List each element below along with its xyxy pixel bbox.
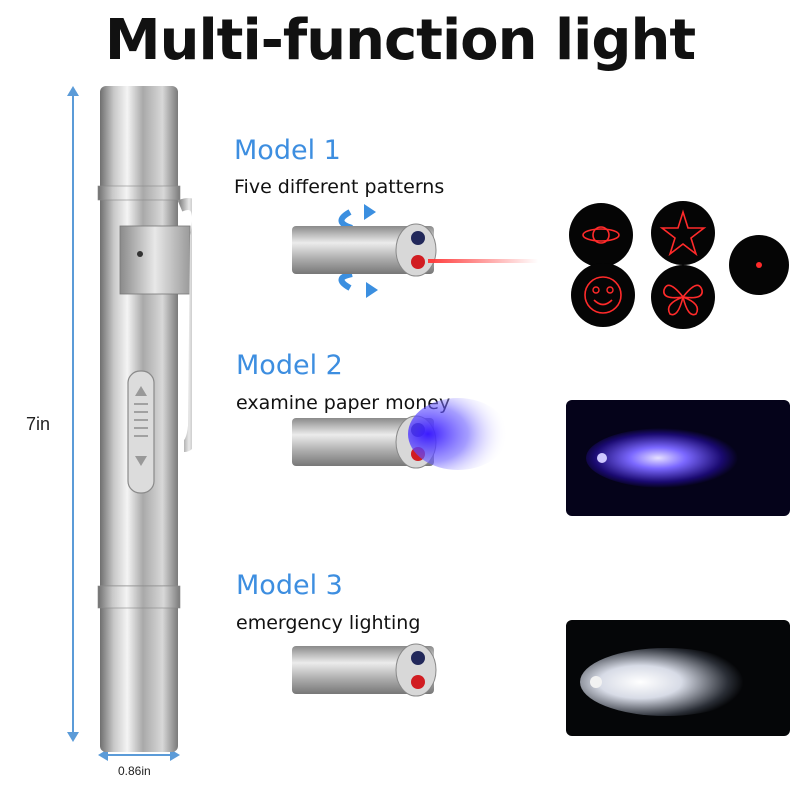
- uv-light-photo: [566, 400, 790, 516]
- pattern-smiley-icon: [571, 263, 635, 327]
- laser-head-image: [292, 204, 538, 298]
- width-dimension-arrow: [98, 749, 180, 761]
- model-3-description: emergency lighting: [236, 612, 421, 634]
- model-1-title: Model 1: [234, 135, 341, 166]
- length-dimension-arrow: [67, 86, 79, 742]
- pattern-star-icon: [651, 201, 715, 265]
- pattern-planet-icon: [569, 203, 633, 267]
- uv-head-image: [292, 398, 508, 470]
- model-2-title: Model 2: [236, 350, 343, 381]
- length-label: 7in: [26, 414, 51, 434]
- width-label: 0.86in: [118, 764, 151, 778]
- pattern-dot-icon: [729, 235, 789, 295]
- white-light-photo: [566, 620, 790, 736]
- page-title: Multi-function light: [104, 8, 696, 73]
- model-3-title: Model 3: [236, 570, 343, 601]
- model-2-description: examine paper money: [236, 392, 451, 414]
- flashlight-pen-image: [97, 86, 192, 752]
- pattern-butterfly-icon: [651, 265, 715, 329]
- model-1-description: Five different patterns: [234, 176, 445, 198]
- white-light-head-image: [292, 643, 437, 697]
